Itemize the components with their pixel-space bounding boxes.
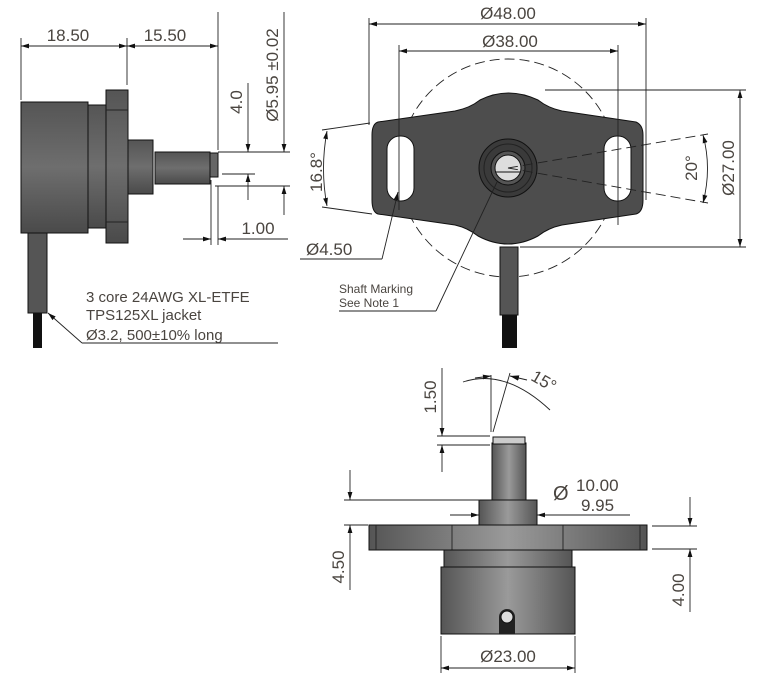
dim-mount-pitch: Ø38.00	[482, 32, 538, 51]
cable-note-line-2: TPS125XL jacket	[86, 307, 202, 324]
cable	[499, 246, 519, 316]
dim-flat-depth: 4.0	[227, 90, 246, 114]
dim-slot-angle: 16.8°	[307, 152, 326, 192]
mount-slot-left	[386, 135, 415, 202]
dim-shaft-length: 15.50	[144, 26, 187, 45]
dim-collar-diameter-max: 10.00	[576, 476, 619, 495]
dim-collar-diameter-min: 9.95	[581, 496, 614, 515]
dim-flange-thickness: 4.00	[669, 573, 688, 606]
dim-rotation-angle: 20°	[682, 155, 701, 181]
dim-shaft-diameter: Ø5.95 ±0.02	[263, 28, 282, 121]
shaft-tip	[492, 436, 526, 445]
mounting-flange	[105, 89, 129, 244]
shaft-tip	[209, 152, 219, 178]
dim-slot-width: Ø4.50	[306, 240, 352, 259]
dim-body-length: 18.50	[47, 26, 90, 45]
cable-wires	[33, 313, 42, 348]
collar	[127, 139, 154, 195]
housing-body	[20, 101, 89, 234]
mounting-flange	[368, 524, 648, 551]
dim-body-diameter: Ø27.00	[719, 140, 738, 196]
dim-chamfer: 1.00	[241, 219, 274, 238]
mount-slot-right	[603, 135, 632, 202]
front-view: Ø48.00 Ø38.00 Ø27.00 20° 16.8° Ø4.50 Sha…	[300, 4, 746, 348]
collar	[478, 499, 538, 526]
side-view: 18.50 15.50 4.0 Ø5.95 ±0.02 1.00 3 core …	[20, 12, 290, 348]
dim-outer-diameter: Ø48.00	[480, 4, 536, 23]
shaft	[154, 151, 211, 185]
dim-tip-height: 1.50	[421, 380, 440, 413]
dim-collar-diameter-symbol: Ø	[553, 483, 569, 505]
housing-step	[87, 104, 107, 229]
shaft-marking-note-1: Shaft Marking	[339, 282, 413, 296]
cable-wires	[502, 315, 517, 348]
housing-step	[443, 549, 573, 568]
cable-note-line-1: 3 core 24AWG XL-ETFE	[86, 289, 250, 306]
dim-collar-height: 4.50	[329, 550, 348, 583]
cable-note-line-3: Ø3.2, 500±10% long	[86, 327, 223, 344]
cable	[27, 232, 48, 314]
bottom-view: 1.50 15° 4.50 Ø 10.00 9.95 4.00 Ø23.00	[329, 367, 697, 673]
cable-cores-icon	[500, 610, 514, 624]
shaft	[491, 442, 527, 501]
shaft-marking-note-2: See Note 1	[339, 296, 399, 310]
dim-chamfer-angle: 15°	[528, 367, 560, 396]
dim-housing-diameter: Ø23.00	[480, 647, 536, 666]
